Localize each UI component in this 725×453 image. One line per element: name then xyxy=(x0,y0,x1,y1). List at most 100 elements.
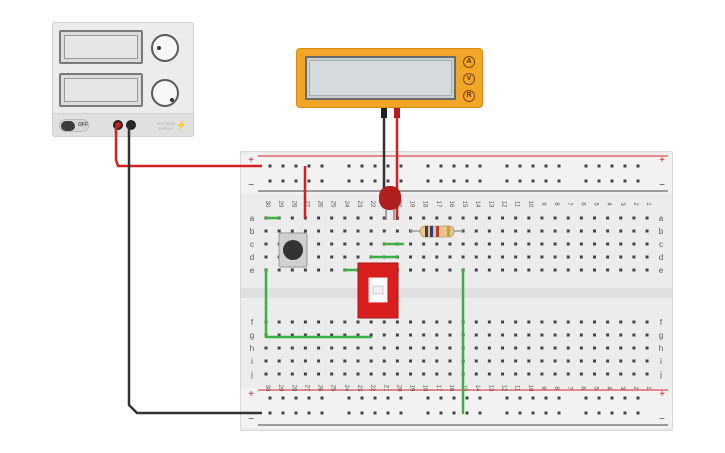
breadboard-hole[interactable] xyxy=(277,333,281,337)
breadboard-hole[interactable] xyxy=(501,359,505,363)
breadboard-hole[interactable] xyxy=(330,346,334,350)
breadboard-hole[interactable] xyxy=(487,268,491,272)
mode-resistance-button[interactable]: R xyxy=(463,90,475,102)
breadboard-hole[interactable] xyxy=(264,242,268,246)
mode-volts-button[interactable]: V xyxy=(463,73,475,85)
breadboard-hole[interactable] xyxy=(303,268,307,272)
rail-hole[interactable] xyxy=(597,396,601,400)
breadboard-hole[interactable] xyxy=(566,216,570,220)
breadboard-hole[interactable] xyxy=(409,268,413,272)
breadboard-hole[interactable] xyxy=(645,372,649,376)
rail-hole[interactable] xyxy=(373,179,377,183)
breadboard-hole[interactable] xyxy=(566,320,570,324)
breadboard-hole[interactable] xyxy=(514,255,518,259)
rail-hole[interactable] xyxy=(478,411,482,415)
breadboard-hole[interactable] xyxy=(435,242,439,246)
breadboard-hole[interactable] xyxy=(501,346,505,350)
breadboard-hole[interactable] xyxy=(356,320,360,324)
rail-hole[interactable] xyxy=(478,179,482,183)
negative-terminal[interactable] xyxy=(126,120,136,130)
breadboard-hole[interactable] xyxy=(540,242,544,246)
breadboard-hole[interactable] xyxy=(264,229,268,233)
breadboard-hole[interactable] xyxy=(422,216,426,220)
rail-hole[interactable] xyxy=(320,396,324,400)
breadboard-hole[interactable] xyxy=(290,372,294,376)
rail-hole[interactable] xyxy=(399,179,403,183)
breadboard-hole[interactable] xyxy=(290,229,294,233)
breadboard-hole[interactable] xyxy=(356,359,360,363)
rail-hole[interactable] xyxy=(386,164,390,168)
power-supply[interactable]: OFF VOLTAGE SUPPLY ⚡ xyxy=(52,22,194,137)
rail-hole[interactable] xyxy=(439,411,443,415)
breadboard-hole[interactable] xyxy=(409,346,413,350)
breadboard-hole[interactable] xyxy=(382,333,386,337)
rail-hole[interactable] xyxy=(399,396,403,400)
rail-hole[interactable] xyxy=(347,164,351,168)
rail-hole[interactable] xyxy=(386,411,390,415)
rail-hole[interactable] xyxy=(320,164,324,168)
breadboard-hole[interactable] xyxy=(566,359,570,363)
rail-hole[interactable] xyxy=(584,411,588,415)
breadboard-hole[interactable] xyxy=(422,320,426,324)
breadboard-hole[interactable] xyxy=(474,229,478,233)
rail-hole[interactable] xyxy=(505,411,509,415)
breadboard-hole[interactable] xyxy=(330,372,334,376)
breadboard-hole[interactable] xyxy=(527,320,531,324)
breadboard-hole[interactable] xyxy=(422,333,426,337)
breadboard-hole[interactable] xyxy=(579,229,583,233)
breadboard-hole[interactable] xyxy=(514,346,518,350)
rail-hole[interactable] xyxy=(426,411,430,415)
breadboard-hole[interactable] xyxy=(487,372,491,376)
rail-hole[interactable] xyxy=(452,164,456,168)
breadboard-hole[interactable] xyxy=(540,372,544,376)
breadboard-hole[interactable] xyxy=(343,320,347,324)
breadboard-hole[interactable] xyxy=(579,372,583,376)
breadboard-hole[interactable] xyxy=(317,242,321,246)
breadboard-hole[interactable] xyxy=(632,359,636,363)
breadboard-hole[interactable] xyxy=(435,320,439,324)
rail-hole[interactable] xyxy=(439,179,443,183)
breadboard-hole[interactable] xyxy=(487,359,491,363)
rail-hole[interactable] xyxy=(518,396,522,400)
rail-hole[interactable] xyxy=(610,411,614,415)
breadboard-hole[interactable] xyxy=(540,346,544,350)
breadboard-hole[interactable] xyxy=(527,268,531,272)
breadboard-hole[interactable] xyxy=(290,268,294,272)
breadboard-hole[interactable] xyxy=(645,346,649,350)
rail-hole[interactable] xyxy=(281,164,285,168)
rail-hole[interactable] xyxy=(347,411,351,415)
breadboard-hole[interactable] xyxy=(593,359,596,363)
breadboard-hole[interactable] xyxy=(593,216,596,220)
breadboard-hole[interactable] xyxy=(448,333,452,337)
breadboard-hole[interactable] xyxy=(645,242,649,246)
breadboard-hole[interactable] xyxy=(356,372,360,376)
rail-hole[interactable] xyxy=(610,179,614,183)
breadboard-hole[interactable] xyxy=(474,372,478,376)
breadboard-hole[interactable] xyxy=(382,372,386,376)
rail-hole[interactable] xyxy=(452,396,456,400)
mode-amps-button[interactable]: A xyxy=(463,56,475,68)
breadboard-hole[interactable] xyxy=(606,242,610,246)
breadboard-hole[interactable] xyxy=(448,242,452,246)
rail-hole[interactable] xyxy=(623,411,627,415)
breadboard-hole[interactable] xyxy=(369,216,373,220)
breadboard-hole[interactable] xyxy=(632,229,636,233)
breadboard-hole[interactable] xyxy=(448,372,452,376)
breadboard-hole[interactable] xyxy=(474,216,478,220)
breadboard-hole[interactable] xyxy=(448,346,452,350)
breadboard-hole[interactable] xyxy=(330,333,334,337)
breadboard-hole[interactable] xyxy=(409,242,413,246)
black-supply-wire[interactable] xyxy=(127,127,262,415)
breadboard-hole[interactable] xyxy=(395,333,399,337)
rail-hole[interactable] xyxy=(478,396,482,400)
rail-hole[interactable] xyxy=(320,411,324,415)
breadboard-hole[interactable] xyxy=(343,346,347,350)
breadboard-hole[interactable] xyxy=(343,216,347,220)
breadboard-hole[interactable] xyxy=(527,216,531,220)
breadboard-hole[interactable] xyxy=(448,359,452,363)
breadboard-hole[interactable] xyxy=(527,229,531,233)
slide-switch-thumb[interactable] xyxy=(372,285,384,295)
multimeter[interactable]: A V R xyxy=(296,48,483,108)
rail-hole[interactable] xyxy=(360,396,364,400)
breadboard-hole[interactable] xyxy=(553,346,557,350)
